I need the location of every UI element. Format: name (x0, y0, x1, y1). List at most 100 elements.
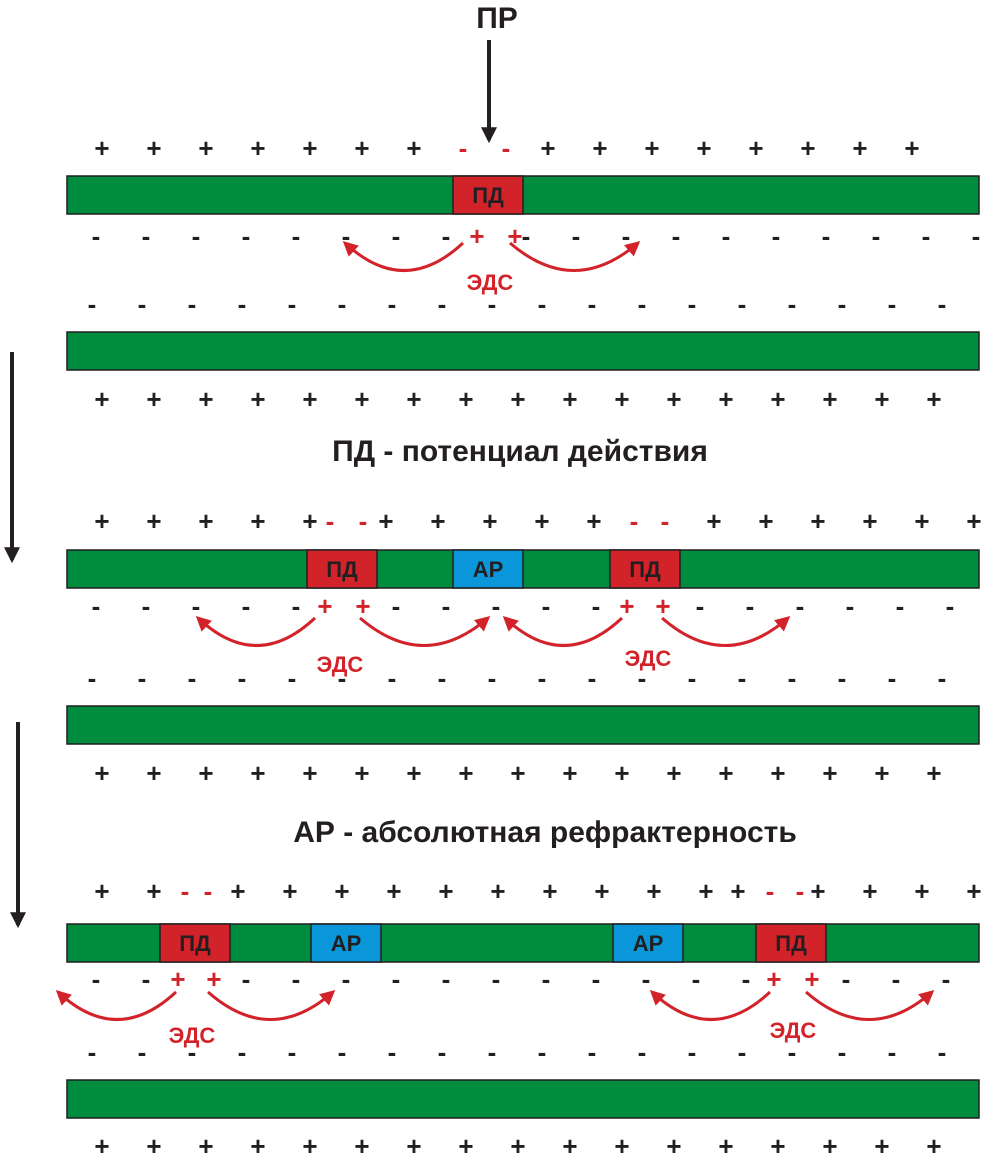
local-current-arrow (509, 241, 641, 272)
inner-minus-sign: - (838, 289, 847, 319)
inner-minus-sign: - (242, 964, 251, 994)
inner-minus-sign: - (142, 221, 151, 251)
inner-plus-sign-active: + (206, 964, 221, 994)
inner-minus-sign: - (342, 221, 351, 251)
inner-plus-sign-active: + (469, 221, 484, 251)
outer-plus-sign: + (94, 384, 109, 414)
outer-minus-sign-active: - (502, 133, 511, 163)
action-potential-label: ПД (775, 931, 807, 956)
inner-minus-sign: - (438, 663, 447, 693)
inner-plus-sign-active: + (355, 591, 370, 621)
inner-minus-sign: - (696, 591, 705, 621)
outer-plus-sign: + (354, 1131, 369, 1161)
inner-minus-sign: - (392, 221, 401, 251)
inner-plus-sign-active: + (317, 591, 332, 621)
membrane (66, 331, 980, 371)
inner-minus-sign: - (842, 964, 851, 994)
outer-plus-sign: + (282, 876, 297, 906)
inner-minus-sign: - (888, 289, 897, 319)
outer-plus-sign: + (874, 1131, 889, 1161)
outer-plus-sign: + (562, 1131, 577, 1161)
inner-minus-sign: - (142, 591, 151, 621)
outer-plus-sign: + (146, 758, 161, 788)
inner-minus-sign: - (488, 663, 497, 693)
outer-plus-sign: + (94, 133, 109, 163)
outer-plus-sign: + (250, 384, 265, 414)
outer-plus-sign: + (748, 133, 763, 163)
inner-minus-sign: - (922, 221, 931, 251)
inner-minus-sign: - (592, 964, 601, 994)
inner-minus-sign: - (788, 289, 797, 319)
outer-plus-sign: + (406, 384, 421, 414)
outer-plus-sign: + (614, 1131, 629, 1161)
inner-minus-sign: - (738, 289, 747, 319)
inner-minus-sign: - (288, 289, 297, 319)
stage-panels: +++++++++++++++--ПД------------------++Э… (55, 133, 982, 1161)
outer-plus-sign: + (770, 1131, 785, 1161)
inner-plus-sign-active: + (766, 964, 781, 994)
inner-minus-sign: - (688, 289, 697, 319)
outer-plus-sign: + (758, 506, 773, 536)
outer-plus-sign: + (586, 506, 601, 536)
outer-plus-sign: + (810, 506, 825, 536)
outer-minus-sign-active: - (359, 506, 368, 536)
local-current-arrow (195, 615, 317, 647)
local-current-arrow (649, 989, 772, 1021)
inner-minus-sign: - (488, 289, 497, 319)
inner-minus-sign: - (392, 591, 401, 621)
emf-label: ЭДС (625, 646, 672, 671)
outer-plus-sign: + (510, 1131, 525, 1161)
inner-minus-sign: - (242, 221, 251, 251)
local-current-arrow (207, 990, 336, 1021)
outer-plus-sign: + (592, 133, 607, 163)
inner-minus-sign: - (588, 289, 597, 319)
inner-minus-sign: - (788, 1037, 797, 1067)
inner-minus-sign: - (492, 964, 501, 994)
inner-minus-sign: - (972, 221, 981, 251)
outer-plus-sign: + (146, 1131, 161, 1161)
inner-minus-sign: - (438, 1037, 447, 1067)
outer-plus-sign: + (302, 133, 317, 163)
action-potential-box (609, 549, 681, 589)
outer-minus-sign-active: - (204, 876, 213, 906)
outer-plus-sign: + (562, 758, 577, 788)
refractory-box (612, 923, 684, 963)
outer-plus-sign: + (770, 384, 785, 414)
outer-plus-sign: + (646, 876, 661, 906)
inner-minus-sign: - (638, 663, 647, 693)
inner-minus-sign: - (292, 591, 301, 621)
inner-minus-sign: - (588, 1037, 597, 1067)
inner-minus-sign: - (542, 591, 551, 621)
inner-minus-sign: - (938, 1037, 947, 1067)
outer-plus-sign: + (198, 758, 213, 788)
caption-absolute-refractoriness: АР - абсолютная рефрактерность (293, 816, 797, 849)
outer-minus-sign-active: - (459, 133, 468, 163)
refractory-box (310, 923, 382, 963)
inner-minus-sign: - (442, 591, 451, 621)
outer-plus-sign: + (914, 506, 929, 536)
inner-minus-sign: - (88, 663, 97, 693)
outer-plus-sign: + (198, 133, 213, 163)
outer-plus-sign: + (250, 758, 265, 788)
inner-minus-sign: - (192, 591, 201, 621)
inner-minus-sign: - (846, 591, 855, 621)
outer-plus-sign: + (562, 384, 577, 414)
inner-minus-sign: - (692, 964, 701, 994)
action-potential-box (159, 923, 231, 963)
outer-plus-sign: + (540, 133, 555, 163)
outer-plus-sign: + (250, 1131, 265, 1161)
local-current-arrow (55, 989, 178, 1021)
outer-plus-sign: + (302, 384, 317, 414)
inner-minus-sign: - (88, 1037, 97, 1067)
outer-plus-sign: + (718, 1131, 733, 1161)
outer-plus-sign: + (810, 876, 825, 906)
inner-minus-sign: - (622, 221, 631, 251)
inner-minus-sign: - (288, 1037, 297, 1067)
outer-plus-sign: + (378, 506, 393, 536)
outer-plus-sign: + (644, 133, 659, 163)
caption-action-potential: ПД - потенциал действия (332, 435, 708, 468)
inner-minus-sign: - (838, 663, 847, 693)
inner-minus-sign: - (488, 1037, 497, 1067)
refractory-label: АР (633, 931, 664, 956)
